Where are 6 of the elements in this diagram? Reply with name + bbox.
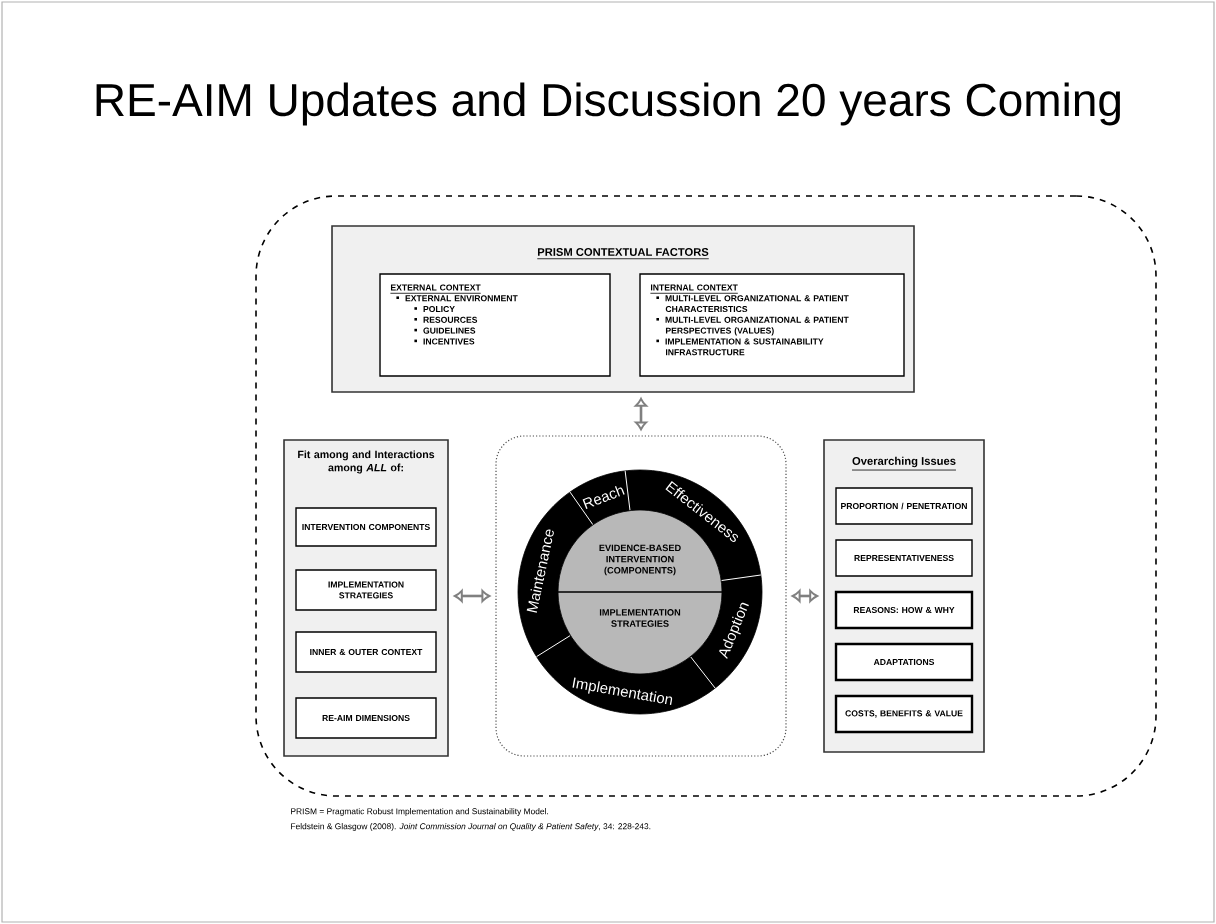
double-arrow [453,589,491,603]
double-arrow [791,589,819,603]
title: RE-AIM Updates and Discussion 20 years Coming [96,82,1120,126]
outer-boundary [255,195,1157,797]
dotted-boundary [495,435,787,757]
double-arrow [634,397,648,431]
